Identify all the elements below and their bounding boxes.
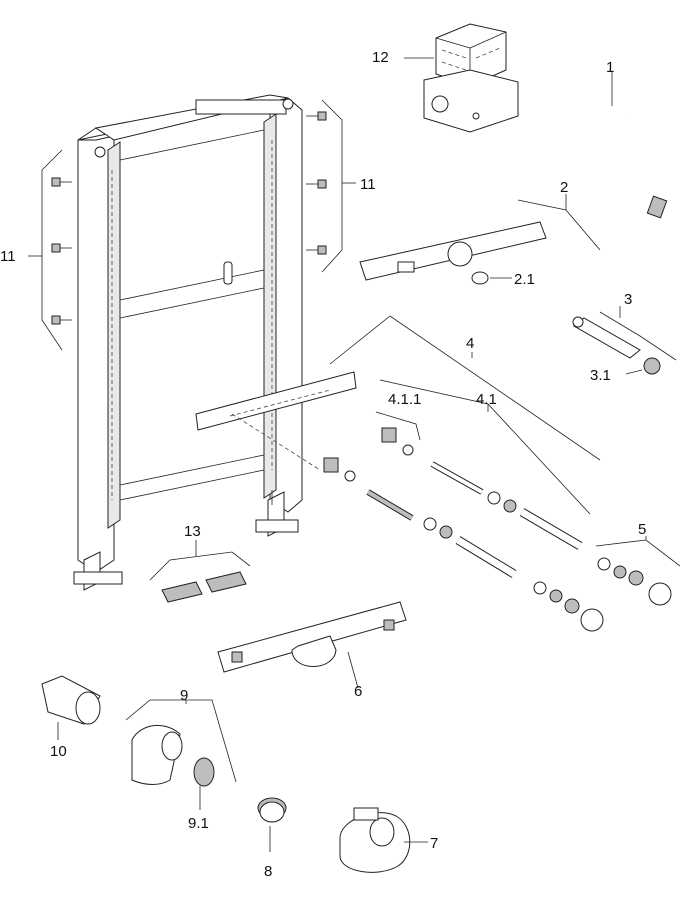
screw-icon	[51, 315, 72, 325]
label-3: 3	[624, 291, 632, 308]
screw-icon	[51, 243, 72, 253]
siphon-part-7	[339, 807, 428, 873]
coupling-part-10	[41, 675, 101, 740]
label-4: 4	[466, 335, 474, 352]
label-11-right: 11	[360, 176, 376, 193]
cap-part-8	[257, 797, 287, 852]
label-11-left: 11	[0, 248, 16, 265]
part-labels: 12 1 11 2 11 2.1 3 4 3.1 4.1.1 4.1 13 5 …	[0, 49, 646, 880]
elbow-part-9	[125, 699, 237, 810]
label-1: 1	[606, 59, 614, 76]
box-part-12	[404, 23, 519, 133]
screw-icon	[51, 177, 72, 187]
label-13: 13	[184, 523, 201, 540]
bracket-part-2	[359, 194, 601, 281]
clips-part-13	[149, 540, 251, 603]
fittings-part-5	[533, 536, 680, 632]
label-3-1: 3.1	[590, 367, 611, 384]
label-6: 6	[354, 683, 362, 700]
screw-icon	[306, 111, 327, 121]
bracket-part-6	[217, 601, 407, 689]
installation-frame	[73, 94, 303, 591]
label-12: 12	[372, 49, 389, 66]
label-10: 10	[50, 743, 67, 760]
label-4-1-1: 4.1.1	[388, 391, 421, 408]
label-7: 7	[430, 835, 438, 852]
label-2-1: 2.1	[514, 271, 535, 288]
label-8: 8	[264, 863, 272, 880]
label-9-1: 9.1	[188, 815, 209, 832]
pipe-part-3	[572, 306, 677, 375]
screw-icon	[306, 179, 327, 189]
rail-part-4	[195, 315, 601, 578]
label-5: 5	[638, 521, 646, 538]
hose-part-1	[582, 72, 668, 219]
label-2: 2	[560, 179, 568, 196]
ring-part-2-1	[471, 271, 512, 285]
screws-right	[306, 99, 356, 273]
screws-left	[28, 149, 72, 351]
screw-icon	[306, 245, 327, 255]
label-4-1: 4.1	[476, 391, 497, 408]
label-9: 9	[180, 687, 188, 704]
